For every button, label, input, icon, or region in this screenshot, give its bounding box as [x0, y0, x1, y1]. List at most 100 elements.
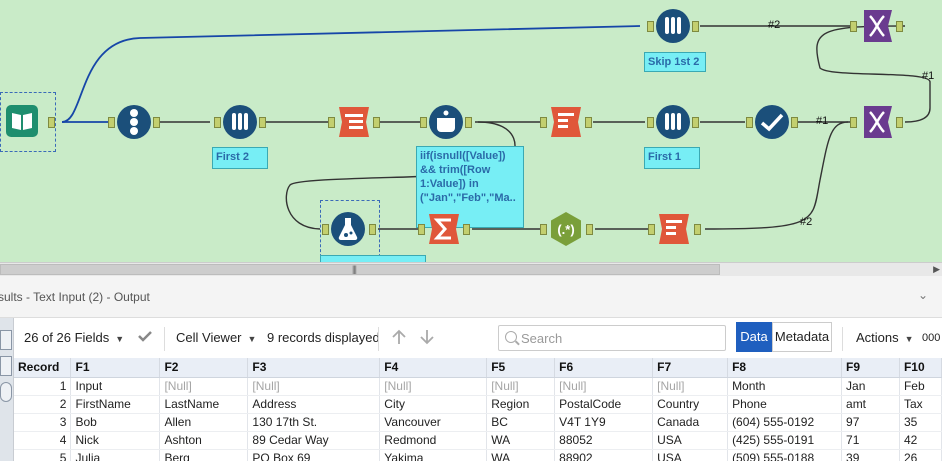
table-cell[interactable]: PostalCode: [554, 395, 654, 414]
table-cell[interactable]: (604) 555-0192: [727, 413, 843, 432]
table-cell[interactable]: Tax: [899, 395, 942, 414]
table-cell[interactable]: City: [379, 395, 488, 414]
table-cell[interactable]: Jan: [841, 377, 900, 396]
input-anchor[interactable]: [420, 117, 427, 128]
table-cell[interactable]: 130 17th St.: [247, 413, 381, 432]
table-cell[interactable]: PO Box 69: [247, 449, 381, 461]
dynamic-input-tool[interactable]: [330, 211, 366, 247]
input-anchor[interactable]: [108, 117, 115, 128]
input-anchor[interactable]: [850, 21, 857, 32]
more-options[interactable]: 000: [922, 332, 941, 344]
column-header[interactable]: F1: [70, 358, 161, 378]
sample-tool[interactable]: [655, 8, 691, 44]
input-anchor[interactable]: [328, 117, 335, 128]
metadata-button[interactable]: Metadata: [772, 322, 832, 352]
table-cell[interactable]: Yakima: [379, 449, 488, 461]
table-cell[interactable]: BC: [486, 413, 556, 432]
record-number-cell[interactable]: 4: [14, 431, 72, 450]
output-anchor[interactable]: [692, 117, 699, 128]
table-cell[interactable]: 42: [899, 431, 942, 450]
select-tool[interactable]: [754, 104, 790, 140]
search-box[interactable]: [498, 325, 726, 351]
search-input[interactable]: [521, 329, 721, 347]
column-header[interactable]: F9: [841, 358, 900, 378]
input-anchor[interactable]: [647, 21, 654, 32]
summarize-tool[interactable]: [426, 211, 462, 247]
cross-tab-tool[interactable]: [548, 104, 584, 140]
input-anchor[interactable]: [746, 117, 753, 128]
table-cell[interactable]: Input: [70, 377, 161, 396]
output-anchor[interactable]: [585, 117, 592, 128]
workflow-canvas[interactable]: First 2 iif(isnull([Value]) && trim([Row…: [0, 0, 942, 262]
table-cell[interactable]: [Null]: [159, 377, 249, 396]
table-cell[interactable]: [Null]: [554, 377, 654, 396]
table-cell[interactable]: [Null]: [652, 377, 729, 396]
table-cell[interactable]: (509) 555-0188: [727, 449, 843, 461]
output-anchor[interactable]: [153, 117, 160, 128]
input-anchor[interactable]: [214, 117, 221, 128]
table-cell[interactable]: WA: [486, 449, 556, 461]
table-cell[interactable]: Redmond: [379, 431, 488, 450]
regex-tool[interactable]: (.*): [548, 211, 584, 247]
output-anchor[interactable]: [791, 117, 798, 128]
grid-icon[interactable]: [0, 330, 12, 350]
cross-tab-tool[interactable]: [656, 211, 692, 247]
table-cell[interactable]: Vancouver: [379, 413, 488, 432]
table-cell[interactable]: [Null]: [379, 377, 488, 396]
column-header[interactable]: F3: [247, 358, 381, 378]
table-cell[interactable]: [Null]: [486, 377, 556, 396]
table-cell[interactable]: 97: [841, 413, 900, 432]
column-header[interactable]: F4: [379, 358, 488, 378]
table-cell[interactable]: (425) 555-0191: [727, 431, 843, 450]
table-cell[interactable]: LastName: [159, 395, 249, 414]
table-cell[interactable]: Berg: [159, 449, 249, 461]
scrollbar-thumb[interactable]: [0, 264, 720, 275]
table-cell[interactable]: 35: [899, 413, 942, 432]
table-cell[interactable]: Ashton: [159, 431, 249, 450]
table-cell[interactable]: Canada: [652, 413, 729, 432]
table-cell[interactable]: Nick: [70, 431, 161, 450]
scroll-right-icon[interactable]: ▶: [933, 264, 940, 274]
table-cell[interactable]: Bob: [70, 413, 161, 432]
sample-tool[interactable]: [655, 104, 691, 140]
record-number-cell[interactable]: 3: [14, 413, 72, 432]
table-cell[interactable]: Country: [652, 395, 729, 414]
output-anchor[interactable]: [896, 21, 903, 32]
table-cell[interactable]: amt: [841, 395, 900, 414]
chevron-down-icon[interactable]: ⌄: [918, 288, 929, 302]
input-anchor[interactable]: [322, 224, 329, 235]
sample-tool[interactable]: [222, 104, 258, 140]
table-cell[interactable]: 89 Cedar Way: [247, 431, 381, 450]
column-header[interactable]: F7: [652, 358, 729, 378]
table-cell[interactable]: USA: [652, 431, 729, 450]
table-cell[interactable]: 39: [841, 449, 900, 461]
record-number-cell[interactable]: 1: [14, 377, 72, 396]
table-cell[interactable]: USA: [652, 449, 729, 461]
fields-dropdown[interactable]: 26 of 26 Fields▼: [24, 330, 125, 345]
output-anchor[interactable]: [463, 224, 470, 235]
arrow-up-icon[interactable]: [390, 328, 408, 349]
input-anchor[interactable]: [540, 224, 547, 235]
table-cell[interactable]: Phone: [727, 395, 843, 414]
actions-dropdown[interactable]: Actions▼: [856, 330, 914, 345]
table-cell[interactable]: Address: [247, 395, 381, 414]
table-cell[interactable]: V4T 1Y9: [554, 413, 654, 432]
column-header[interactable]: Record: [14, 358, 72, 378]
table-cell[interactable]: 26: [899, 449, 942, 461]
input-anchor[interactable]: [540, 117, 547, 128]
multi-row-formula-tool[interactable]: [428, 104, 464, 140]
table-cell[interactable]: 71: [841, 431, 900, 450]
column-header[interactable]: F5: [486, 358, 556, 378]
input-anchor[interactable]: [850, 117, 857, 128]
cell-viewer-dropdown[interactable]: Cell Viewer▼: [176, 330, 257, 345]
canvas-horizontal-scrollbar[interactable]: ||| ▶: [0, 262, 942, 276]
column-header[interactable]: F10: [899, 358, 942, 378]
output-anchor[interactable]: [692, 21, 699, 32]
output-anchor[interactable]: [586, 224, 593, 235]
transpose-tool[interactable]: [336, 104, 372, 140]
dynamic-rename-tool[interactable]: [858, 104, 894, 140]
